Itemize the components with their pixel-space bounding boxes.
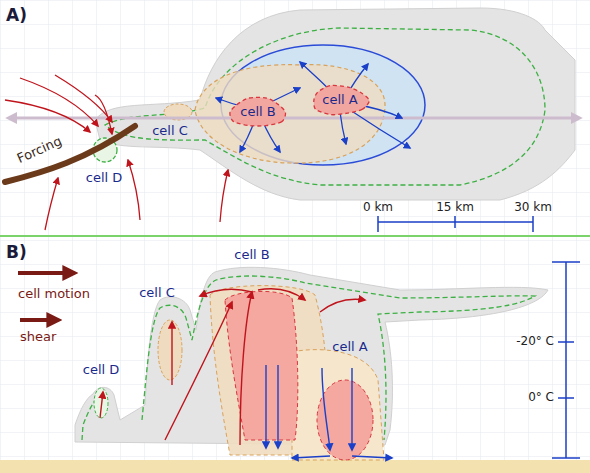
storm-cell-core: cell B [230,98,285,127]
scale-number: 30 km [514,201,552,215]
plan-view [5,8,578,232]
cell-core-outline [230,97,286,126]
legend-text: cell motion [18,287,90,302]
panel-letter: B) [6,243,27,263]
panel-divider [0,235,590,237]
cell-label: cell B [234,248,269,263]
scale-number: 15 km [436,201,474,215]
panel-letter: A) [6,6,27,26]
cell-label: cell C [139,286,175,301]
cell-label: cell C [152,124,188,139]
storm-cell-core: cell A [312,86,367,115]
scale-number: 0 km [363,201,393,215]
cell-label: cell A [322,93,357,108]
cross-section [0,262,590,473]
legend-text: shear [20,330,56,345]
temperature-level: -20° C [516,335,554,349]
cell-core-outline [314,85,370,114]
cell-label: cell D [86,171,123,186]
temperature-level: 0° C [528,391,554,405]
cell-label: cell A [332,340,367,355]
cell-label: cell D [83,363,120,378]
cell-label: cell B [240,105,275,120]
